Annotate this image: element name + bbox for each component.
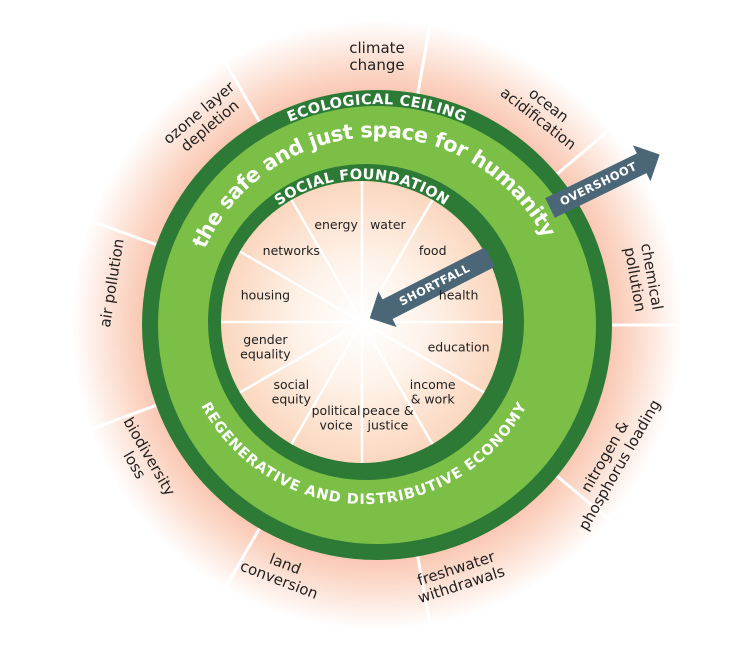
social-label-peace-and-justice: justice: [366, 417, 408, 432]
social-divider: [239, 250, 363, 324]
social-divider: [239, 320, 363, 394]
social-label-political-voice: political: [312, 403, 361, 418]
ecological-label-climate-change: change: [349, 56, 404, 74]
ecological-divider: [544, 114, 627, 185]
social-dimension-labels: water food health education income& workpeac…: [240, 217, 489, 432]
social-divider: [360, 199, 434, 323]
social-label-income-and-work: & work: [411, 392, 456, 407]
social-divider: [290, 321, 364, 445]
social-divider: [361, 320, 485, 394]
social-label-food: food: [419, 243, 447, 258]
ecological-divider: [71, 212, 171, 252]
social-label-housing: housing: [241, 288, 290, 303]
social-label-gender-equality: gender: [243, 332, 288, 347]
social-divider: [290, 199, 364, 323]
social-label-social-equity: social: [273, 377, 309, 392]
social-label-networks: networks: [263, 243, 320, 258]
ecological-divider: [213, 514, 269, 608]
social-label-health: health: [439, 288, 479, 303]
ecological-divider: [71, 398, 171, 438]
social-label-energy: energy: [314, 217, 358, 232]
ecological-divider: [413, 541, 435, 646]
social-label-gender-equality: equality: [240, 347, 291, 362]
ecological-divider: [413, 4, 435, 109]
ecological-dividers: [71, 4, 702, 646]
social-label-peace-and-justice: peace &: [362, 403, 414, 418]
social-label-water: water: [370, 217, 406, 232]
ecological-label-climate-change: climate: [349, 39, 405, 57]
social-label-income-and-work: income: [410, 377, 456, 392]
ecological-divider: [213, 42, 269, 136]
ecological-divider: [544, 465, 627, 536]
social-label-political-voice: voice: [320, 417, 353, 432]
social-label-social-equity: equity: [272, 392, 312, 407]
social-divider: [360, 321, 434, 445]
social-label-education: education: [428, 339, 490, 354]
